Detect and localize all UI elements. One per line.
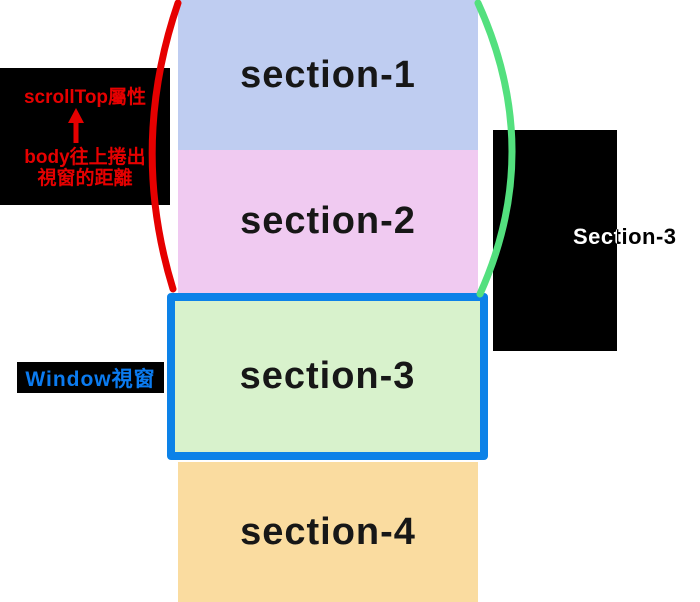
right-section-label-overflow: Section-3 bbox=[617, 130, 687, 351]
right-section-label-box: Section-3 bbox=[493, 130, 617, 351]
section-4-label: section-4 bbox=[240, 510, 416, 553]
section-2-label: section-2 bbox=[240, 200, 416, 242]
right-section-label: Section-3 bbox=[573, 224, 617, 249]
section-3-label: section-3 bbox=[239, 355, 416, 397]
window-viewport-label: Window視窗 bbox=[25, 367, 156, 391]
scrolltop-callout-line3: 視窗的距離 bbox=[37, 168, 133, 189]
scrolltop-callout-line1: scrollTop屬性 bbox=[23, 87, 147, 108]
right-section-label-spill-text: Section-3 bbox=[617, 224, 677, 249]
window-viewport-label-box: Window視窗 bbox=[17, 362, 164, 393]
section-2-block: section-2 bbox=[178, 150, 478, 293]
up-arrow-gap bbox=[0, 109, 170, 147]
scrolltop-callout-line2: body往上捲出 bbox=[24, 147, 146, 168]
section-1-block: section-1 bbox=[178, 0, 478, 150]
window-viewport-box: section-3 bbox=[167, 293, 488, 460]
section-1-label: section-1 bbox=[240, 53, 416, 96]
section-4-block: section-4 bbox=[178, 462, 478, 602]
scrolltop-callout-box: scrollTop屬性 body往上捲出 視窗的距離 bbox=[0, 68, 170, 205]
